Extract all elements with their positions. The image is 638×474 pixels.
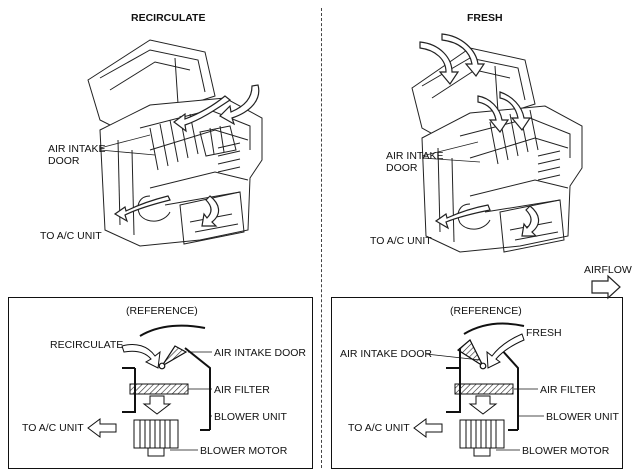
left-air-intake-door-line1: AIR INTAKE	[48, 143, 106, 155]
left-ref-blower-unit-label: BLOWER UNIT	[214, 411, 287, 423]
left-airflow-arrows	[113, 84, 260, 227]
right-air-intake-door-label: AIR INTAKE DOOR	[386, 150, 444, 174]
left-reference-title: (REFERENCE)	[126, 305, 198, 317]
left-illustration-leaders	[99, 134, 156, 156]
right-reference-leaders	[425, 353, 544, 451]
left-ref-air-filter-label: AIR FILTER	[214, 384, 270, 396]
left-ref-blower-motor-label: BLOWER MOTOR	[200, 445, 288, 457]
left-air-intake-door-label: AIR INTAKE DOOR	[48, 143, 106, 167]
left-blower-assembly-drawing	[87, 39, 263, 247]
left-downflow-arrow	[142, 395, 172, 415]
left-to-ac-unit-label: TO A/C UNIT	[40, 230, 102, 242]
right-illustration-leaders	[421, 141, 481, 163]
recirculate-title: RECIRCULATE	[131, 12, 206, 24]
fresh-title: FRESH	[467, 12, 503, 24]
right-ref-fresh-label: FRESH	[526, 327, 562, 339]
left-blower-motor	[133, 419, 179, 457]
left-ref-air-intake-door-label: AIR INTAKE DOOR	[214, 347, 306, 359]
right-ref-air-filter-label: AIR FILTER	[540, 384, 596, 396]
right-door-shape	[456, 339, 487, 370]
right-air-intake-door-line1: AIR INTAKE	[386, 150, 444, 162]
left-door-shape	[158, 345, 188, 370]
right-ref-blower-unit-label: BLOWER UNIT	[546, 411, 619, 423]
right-blower-motor	[459, 419, 505, 457]
section-divider	[321, 8, 322, 468]
right-reference-title: (REFERENCE)	[450, 305, 522, 317]
right-air-intake-door-line2: DOOR	[386, 162, 418, 174]
right-downflow-arrow	[468, 395, 498, 415]
left-to-ac-arrow	[87, 418, 117, 438]
left-air-intake-door-line2: DOOR	[48, 155, 80, 167]
right-ref-air-intake-door-label: AIR INTAKE DOOR	[340, 348, 432, 360]
right-ref-blower-motor-label: BLOWER MOTOR	[522, 445, 610, 457]
left-ref-to-ac-unit-label: TO A/C UNIT	[22, 422, 84, 434]
left-reference-schematic	[122, 324, 211, 431]
left-recirculate-arrow	[121, 343, 161, 369]
left-ref-recirculate-label: RECIRCULATE	[50, 339, 124, 351]
left-reference-leaders	[170, 351, 212, 451]
airflow-legend-arrow	[591, 274, 621, 300]
right-ref-to-ac-unit-label: TO A/C UNIT	[348, 422, 410, 434]
right-airflow-arrows	[419, 33, 540, 237]
left-air-filter	[129, 383, 189, 395]
right-fresh-arrow	[486, 333, 525, 369]
airflow-legend-label: AIRFLOW	[584, 264, 632, 276]
right-to-ac-unit-label: TO A/C UNIT	[370, 235, 432, 247]
right-air-filter	[454, 383, 514, 395]
right-reference-schematic	[446, 322, 525, 431]
right-to-ac-arrow	[413, 418, 443, 438]
